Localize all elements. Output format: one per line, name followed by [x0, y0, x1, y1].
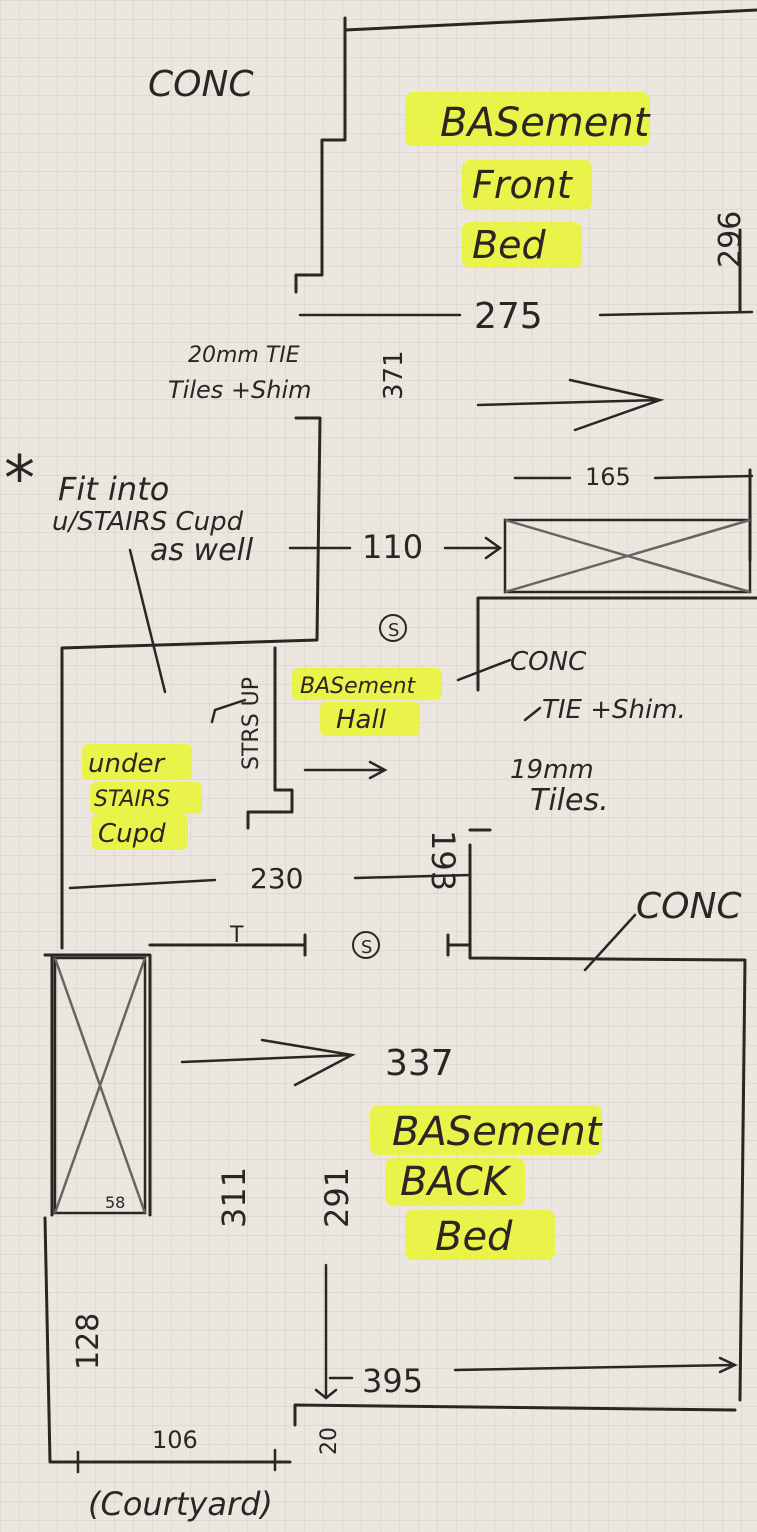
- dim-291-label: 291: [318, 1167, 356, 1228]
- highlight-under-1: [82, 744, 192, 780]
- back-left-outer-wall: [43, 953, 152, 1217]
- dim-395-line: [328, 1356, 738, 1380]
- front-bed-top-wall: [343, 8, 757, 32]
- switch-label-lower: S: [361, 937, 372, 958]
- highlight-under-3: [92, 814, 188, 850]
- dim-193-label: 193: [424, 830, 462, 891]
- dim-291-line: [314, 1263, 338, 1400]
- room-front-bed-line1: BASement: [440, 100, 651, 146]
- highlight-under-2: [90, 782, 202, 814]
- walls: [43, 8, 757, 1464]
- room-back-bed-line2: BACK: [400, 1159, 512, 1205]
- dim-230-label: 230: [250, 862, 303, 895]
- switch-label-upper: S: [388, 620, 399, 641]
- dim-128-label: 128: [71, 1313, 106, 1370]
- note-cupboard-line2: u/STAIRS Cupd: [52, 507, 244, 537]
- material-tiles-19mm-line2: Tiles.: [530, 783, 609, 818]
- room-hall-line2: Hall: [336, 705, 387, 735]
- back-unit-box: [53, 956, 147, 1215]
- highlight-front-bed-1: [405, 92, 650, 146]
- front-unit-box: [503, 518, 752, 594]
- dim-275-line: [298, 310, 754, 317]
- back-bed-bottom-wall: [293, 1403, 737, 1427]
- material-conc-back: CONC: [636, 886, 742, 927]
- hall-right-wall: [476, 596, 757, 692]
- back-conc-pointer: [583, 913, 637, 972]
- note-asterisk: *: [4, 442, 35, 515]
- note-courtyard: (Courtyard): [88, 1485, 273, 1523]
- dim-58-label: 58: [105, 1193, 125, 1212]
- door-tee-left: [148, 933, 307, 957]
- dim-395-label: 395: [362, 1362, 423, 1400]
- room-back-bed-line1: BASement: [392, 1109, 603, 1155]
- note-stairs-up: STRS UP: [239, 677, 264, 770]
- door-tee-right: [446, 933, 472, 957]
- room-front-bed-line3: Bed: [472, 223, 546, 267]
- hall-arrow: [303, 760, 388, 780]
- tile-pointer: [523, 706, 542, 722]
- dim-110-label: 110: [362, 528, 423, 566]
- highlight-back-bed-1: [370, 1105, 602, 1155]
- note-cupboard-line3: as well: [150, 533, 254, 568]
- highlights: [82, 92, 650, 1260]
- conc-pointer: [456, 658, 512, 682]
- hall-lower-right-wall: [468, 843, 747, 1402]
- front-bed-left-wall: [294, 16, 347, 294]
- fitted-units: [53, 518, 752, 1215]
- material-tile-20mm-line2: Tiles +Shim: [168, 376, 312, 404]
- dim-275-label: 275: [474, 296, 543, 337]
- front-unit-cross: [504, 518, 751, 594]
- room-under-stairs-line2: STAIRS: [94, 787, 170, 812]
- dim-106-label: 106: [152, 1426, 198, 1454]
- dim-165-label: 165: [585, 463, 631, 491]
- highlight-front-bed-2: [462, 160, 592, 210]
- material-tile-20mm-line1: 20mm TIE: [188, 343, 300, 368]
- note-tee-marker: T: [229, 923, 244, 948]
- highlight-hall-1: [292, 668, 442, 700]
- highlight-front-bed-3: [462, 222, 582, 268]
- dim-165-line: [513, 474, 754, 480]
- highlight-back-bed-3: [405, 1210, 555, 1260]
- material-conc-hall: CONC: [510, 647, 587, 677]
- labels: BASement Front Bed BASement Hall under S…: [4, 64, 748, 1523]
- highlight-hall-2: [320, 702, 420, 736]
- material-tiles-19mm-line1: 19mm: [510, 755, 594, 785]
- dimension-lines: [68, 310, 754, 1474]
- back-arrow: [180, 1038, 356, 1087]
- dim-371-label: 371: [379, 350, 409, 400]
- switch-symbols: [352, 614, 407, 959]
- dim-110-arrow: [484, 536, 503, 560]
- cupboard-pointer: [128, 548, 247, 724]
- highlight-back-bed-2: [385, 1158, 525, 1206]
- room-under-stairs-line1: under: [88, 749, 166, 779]
- dim-230-line: [68, 873, 472, 890]
- dim-20-label: 20: [317, 1427, 342, 1455]
- stair-return-wall: [246, 646, 294, 830]
- front-arrow: [476, 378, 665, 432]
- back-unit-cross: [53, 957, 147, 1214]
- room-hall-line1: BASement: [300, 674, 417, 699]
- material-tile-shim: TIE +Shim.: [542, 695, 686, 725]
- note-cupboard-line1: Fit into: [58, 470, 169, 508]
- switch-symbol-lower: [352, 931, 380, 959]
- dim-106-ticks: [76, 1448, 277, 1474]
- material-conc-top: CONC: [148, 64, 254, 105]
- dim-337-label: 337: [385, 1043, 454, 1084]
- room-under-stairs-line3: Cupd: [98, 819, 166, 849]
- switch-symbol-upper: [379, 614, 407, 642]
- back-lower-left-wall: [43, 1216, 292, 1464]
- room-back-bed-line3: Bed: [435, 1214, 513, 1260]
- hall-left-wall: [60, 416, 322, 950]
- dim-311-label: 311: [215, 1167, 253, 1228]
- room-front-bed-line2: Front: [472, 163, 574, 207]
- dim-296-label: 296: [713, 211, 748, 268]
